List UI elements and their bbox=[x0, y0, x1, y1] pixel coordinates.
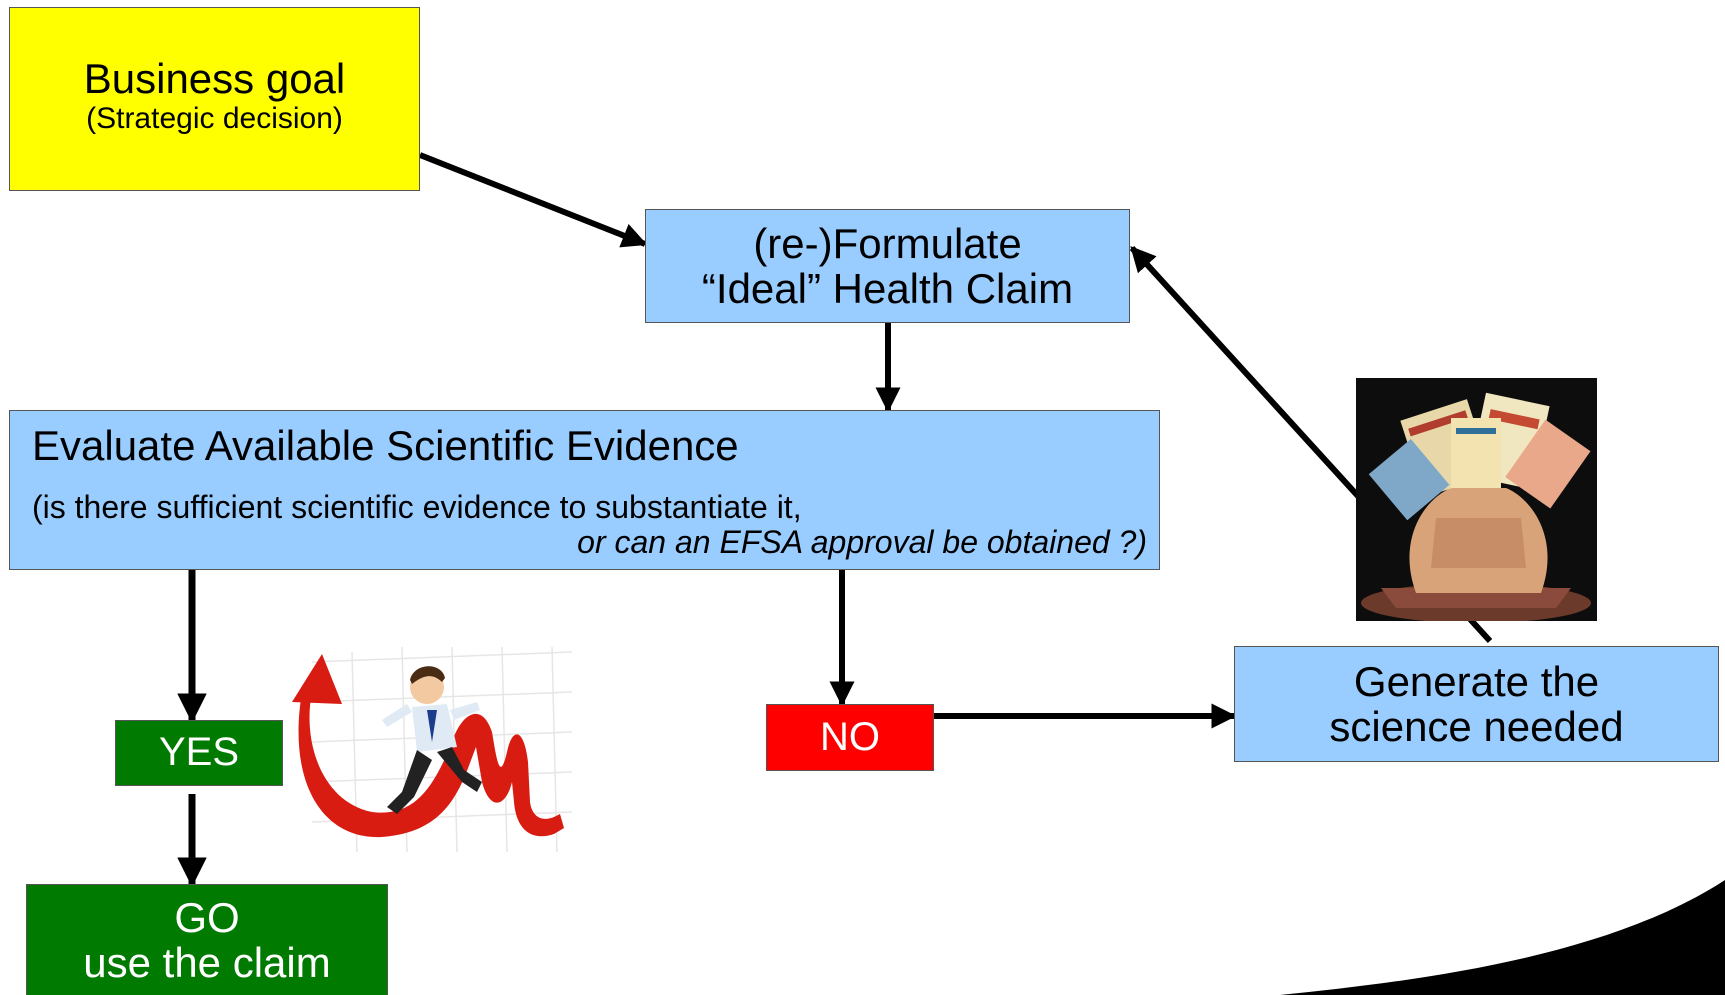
arrow-goal-to-formulate bbox=[418, 152, 648, 248]
go-line-2: use the claim bbox=[83, 939, 331, 986]
yes-box: YES bbox=[115, 720, 283, 786]
formulate-line-2: “Ideal” Health Claim bbox=[701, 265, 1074, 312]
generate-line-2: science needed bbox=[1329, 703, 1624, 750]
evaluate-evidence-box: Evaluate Available Scientific Evidence (… bbox=[9, 410, 1160, 570]
business-goal-box: Business goal (Strategic decision) bbox=[9, 7, 420, 191]
evaluate-question-line-2: or can an EFSA approval be obtained ?) bbox=[577, 523, 1147, 560]
yes-label: YES bbox=[158, 730, 240, 775]
generate-line-1: Generate the bbox=[1353, 657, 1600, 705]
go-line-1: GO bbox=[174, 893, 240, 941]
no-label: NO bbox=[820, 714, 880, 759]
no-box: NO bbox=[766, 704, 934, 771]
businessman-chart-image bbox=[292, 632, 582, 868]
business-goal-subtitle: (Strategic decision) bbox=[86, 102, 343, 136]
business-goal-title: Business goal bbox=[83, 55, 346, 102]
evaluate-title: Evaluate Available Scientific Evidence bbox=[32, 422, 739, 469]
formulate-line-1: (re-)Formulate bbox=[753, 219, 1022, 267]
formulate-claim-box: (re-)Formulate “Ideal” Health Claim bbox=[645, 209, 1130, 323]
generate-science-box: Generate the science needed bbox=[1234, 646, 1719, 762]
go-box: GO use the claim bbox=[26, 884, 388, 995]
corner-swoosh-decoration bbox=[1280, 880, 1725, 995]
money-bag-image bbox=[1356, 378, 1597, 623]
evaluate-question-line-1: (is there sufficient scientific evidence… bbox=[32, 489, 802, 526]
